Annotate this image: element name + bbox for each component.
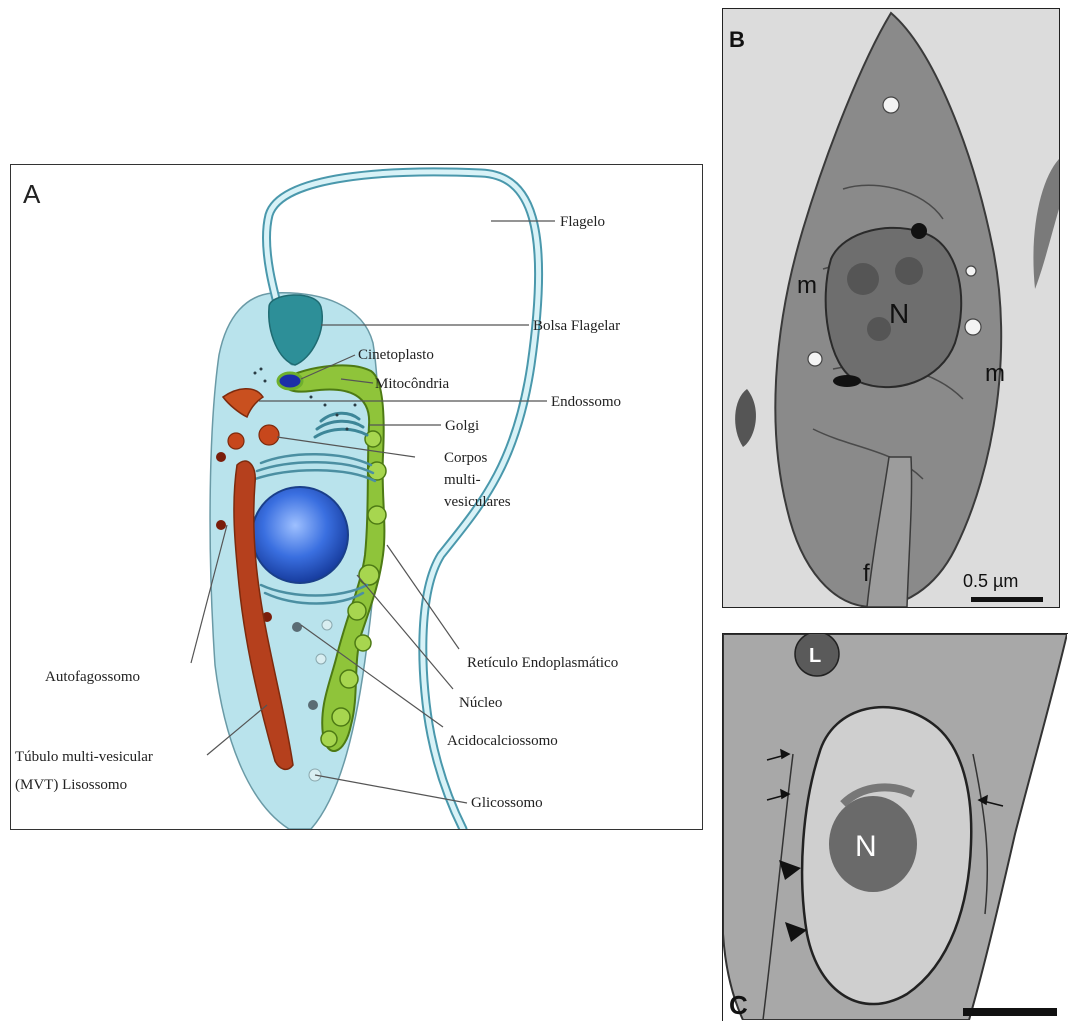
tem-c-label-lipid: L [809, 645, 821, 667]
label-golgi: Golgi [445, 418, 479, 434]
label-autofagossomo: Autofagossomo [45, 669, 140, 685]
tem-b-label-nucleus: N [889, 298, 909, 329]
label-bolsa-flagelar: Bolsa Flagelar [533, 318, 620, 334]
tem-b-label-m-right: m [985, 360, 1005, 387]
cell-diagram-svg: A [11, 165, 702, 829]
label-corpos-2: multi- [444, 472, 481, 488]
label-acidocalciossomo: Acidocalciossomo [447, 733, 558, 749]
label-corpos-3: vesiculares [444, 494, 511, 510]
label-endossomo: Endossomo [551, 394, 621, 410]
tem-b-scale-text: 0.5 µm [963, 571, 1018, 591]
panel-b-letter: B [729, 27, 745, 52]
tem-c-scale-bar [963, 1008, 1057, 1016]
panel-c-letter: C [729, 990, 748, 1020]
label-reticulo: Retículo Endoplasmático [467, 655, 618, 671]
panel-a-diagram: A [10, 164, 703, 830]
tem-b-scale-bar [971, 597, 1043, 602]
panel-a-letter: A [23, 179, 41, 209]
label-mitocondria: Mitocôndria [375, 376, 449, 392]
label-corpos-1: Corpos [444, 450, 488, 466]
panel-b-micrograph: B m N m f 0.5 µm [722, 8, 1060, 608]
kinetoplast [278, 373, 302, 389]
tem-b-label-flagellum: f [863, 560, 870, 587]
label-tubulo-1: Túbulo multi-vesicular [15, 749, 153, 765]
panel-c-micrograph: L N C [722, 633, 1068, 1021]
label-flagelo: Flagelo [560, 214, 605, 230]
label-tubulo-2: (MVT) Lisossomo [15, 777, 127, 793]
nucleus [252, 487, 348, 583]
tem-b-label-m-left: m [797, 272, 817, 299]
micrograph-b-svg: B m N m f 0.5 µm [723, 9, 1059, 607]
tem-c-label-nucleus: N [855, 830, 877, 863]
label-cinetoplasto: Cinetoplasto [358, 347, 434, 363]
micrograph-c-svg: L N C [723, 634, 1067, 1020]
label-glicossomo: Glicossomo [471, 795, 543, 811]
label-nucleo: Núcleo [459, 695, 502, 711]
